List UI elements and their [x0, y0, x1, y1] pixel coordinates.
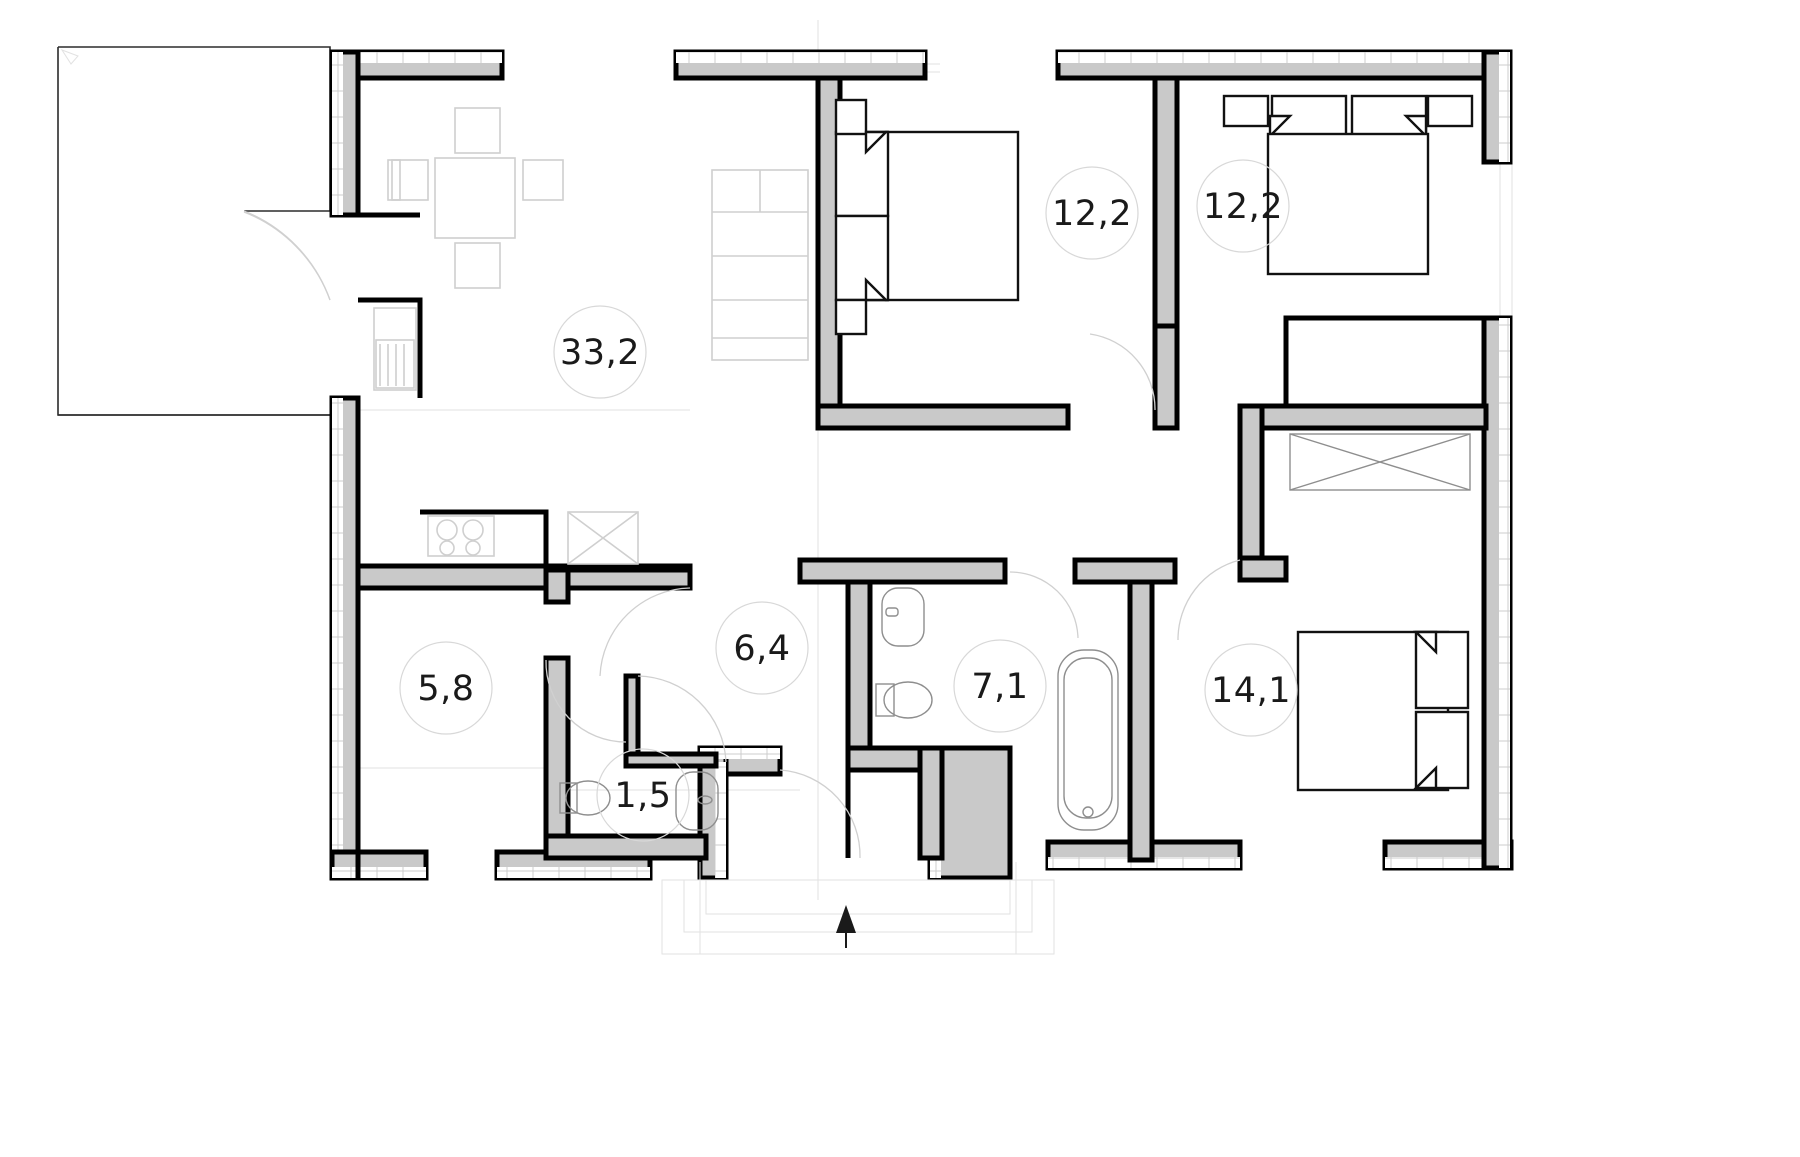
staircase-shelving: [711, 169, 809, 361]
area-value: 14,1: [1211, 671, 1291, 711]
area-value: 12,2: [1052, 194, 1132, 234]
bed-double-north-middle: [834, 98, 1020, 336]
area-label-bedroom-north-east: 12,2: [1196, 159, 1290, 253]
exterior-walls: [329, 49, 1514, 881]
area-labels: 33,2 12,2 12,2 5,8 6,4 7,1 1,5 1: [399, 159, 1298, 842]
bathroom-toilet: [875, 681, 933, 719]
area-label-wc: 1,5: [596, 748, 690, 842]
door-swing-arcs: [243, 211, 1241, 859]
entrance-arrow: [836, 905, 856, 948]
refrigerator: [373, 307, 417, 391]
interior-walls: [355, 75, 1489, 863]
area-label-bedroom-south-east: 14,1: [1204, 643, 1298, 737]
bathtub: [1057, 649, 1119, 831]
wc-toilet: [559, 780, 611, 816]
area-value: 1,5: [614, 776, 671, 816]
bed-double-south-east: [1296, 630, 1470, 792]
area-value: 12,2: [1203, 187, 1283, 227]
kitchen-counter: [420, 509, 690, 573]
wc-washbasin: [675, 771, 719, 831]
bathroom-washbasin: [881, 587, 925, 647]
area-label-bedroom-south-west: 5,8: [399, 641, 493, 735]
terrace-outline: [57, 46, 331, 416]
dining-table-set: [387, 107, 564, 289]
area-label-bathroom: 7,1: [953, 639, 1047, 733]
bed-double-north-east: [1222, 94, 1474, 276]
area-value: 6,4: [733, 629, 790, 669]
area-label-hall: 6,4: [715, 601, 809, 695]
area-value: 33,2: [560, 333, 640, 373]
area-label-living-dining-kitchen: 33,2: [553, 305, 647, 399]
area-label-bedroom-north-middle: 12,2: [1045, 166, 1139, 260]
area-value: 5,8: [417, 669, 474, 709]
entrance-stoop: [661, 862, 1055, 955]
area-value: 7,1: [971, 667, 1028, 707]
wardrobe-south-east: [1289, 433, 1471, 491]
